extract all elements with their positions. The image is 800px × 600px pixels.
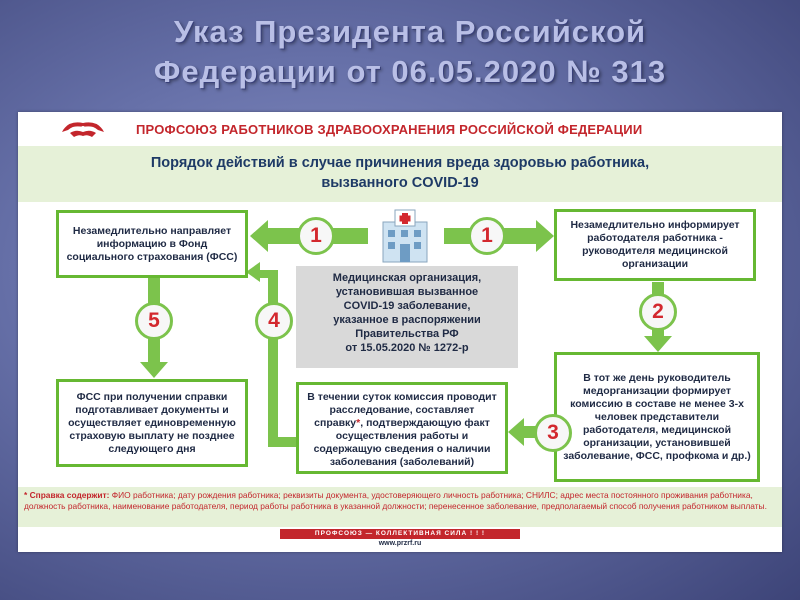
box-fss-notify: Незамедлительно направляет информацию в …: [56, 210, 248, 278]
step-4-badge: 4: [255, 302, 293, 340]
subtitle-line1: Порядок действий в случае причинения вре…: [150, 155, 650, 171]
center-line5: Правительства РФ: [355, 328, 459, 340]
box-fss-payment: ФСС при получении справки подготавливает…: [56, 379, 248, 467]
footer-slogan: ПРОФСОЮЗ — КОЛЛЕКТИВНАЯ СИЛА ! ! !: [280, 529, 520, 539]
org-name: ПРОФСОЮЗ РАБОТНИКОВ ЗДРАВООХРАНЕНИЯ РОСС…: [136, 122, 643, 137]
subtitle-band: Порядок действий в случае причинения вре…: [18, 146, 782, 202]
step-5-badge: 5: [135, 302, 173, 340]
center-line4: указанное в распоряжении: [333, 314, 481, 326]
center-line2: установившая вызванное: [335, 286, 479, 298]
diagram-subtitle: Порядок действий в случае причинения вре…: [120, 153, 680, 193]
arrow-step-3: [508, 418, 554, 446]
union-logo-icon: [62, 122, 104, 137]
center-line1: Медицинская организация,: [332, 272, 482, 284]
infographic-header: ПРОФСОЮЗ РАБОТНИКОВ ЗДРАВООХРАНЕНИЯ РОСС…: [18, 112, 782, 146]
commission-star: *: [356, 417, 361, 429]
arrow-step-4: [246, 262, 296, 447]
note-label: * Справка содержит:: [24, 490, 110, 500]
commission-text-start: В течении суток комиссия проводит рассле…: [307, 391, 497, 429]
slide-title: Указ Президента Российской Федерации от …: [60, 12, 760, 92]
step-3-badge: 3: [534, 414, 572, 452]
box-commission-formation: В тот же день руководитель медорганизаци…: [554, 352, 760, 482]
medical-organization-box: Медицинская организация, установившая вы…: [296, 266, 518, 368]
step-1-left-badge: 1: [297, 217, 335, 255]
box-employer-notify: Незамедлительно информирует работодателя…: [554, 209, 756, 281]
box-commission-investigation: В течении суток комиссия проводит рассле…: [296, 382, 508, 474]
center-line6: от 15.05.2020 № 1272-р: [345, 342, 469, 354]
certificate-note: * Справка содержит: ФИО работника; дату …: [18, 487, 782, 527]
infographic-panel: ПРОФСОЮЗ РАБОТНИКОВ ЗДРАВООХРАНЕНИЯ РОСС…: [18, 112, 782, 552]
subtitle-line2: вызванного COVID-19: [321, 175, 479, 191]
footer-url: www.przrf.ru: [378, 540, 422, 547]
step-1-right-badge: 1: [468, 217, 506, 255]
center-line3: COVID-19 заболевание,: [343, 300, 471, 312]
commission-text-rest: , подтверждающую факт осуществления рабо…: [313, 417, 491, 468]
step-2-badge: 2: [639, 293, 677, 331]
hospital-icon: [382, 209, 428, 263]
note-text: ФИО работника; дату рождения работника; …: [24, 490, 767, 511]
slide-title-line2: Федерации от 06.05.2020 № 313: [153, 54, 667, 89]
slide-title-line1: Указ Президента Российской: [173, 14, 647, 49]
